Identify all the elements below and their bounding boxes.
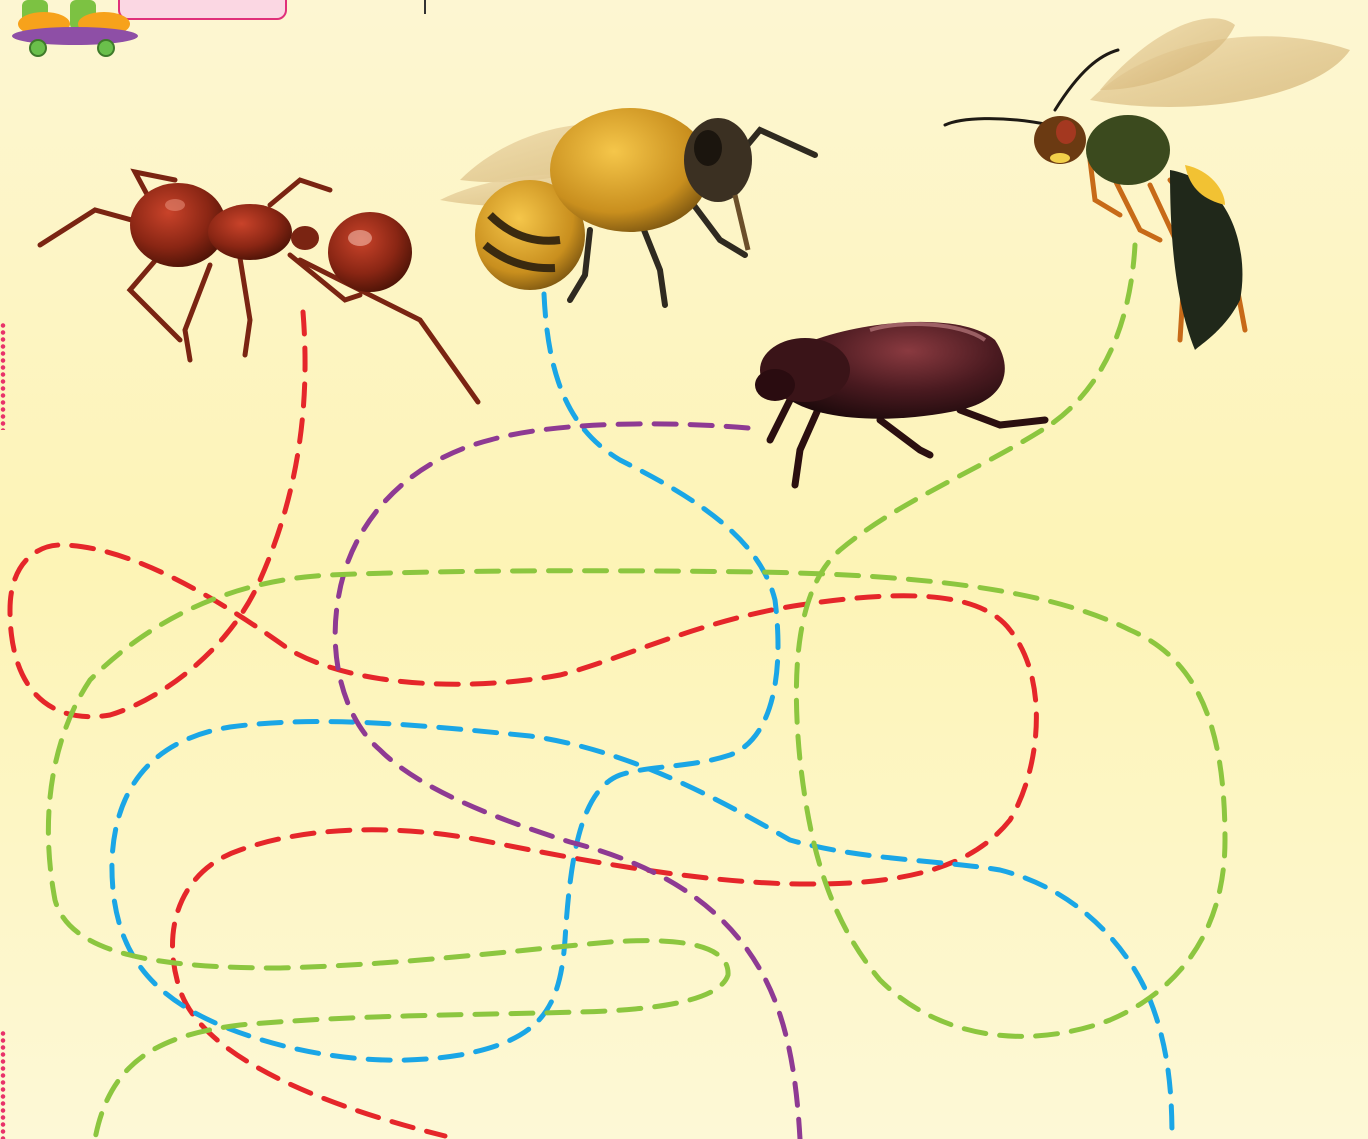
- bee-path: [109, 291, 1175, 1139]
- bee-icon: [440, 108, 818, 308]
- wasp-path: [45, 242, 1228, 1139]
- beetle-path: [332, 421, 803, 1139]
- wasp-icon: [943, 18, 1350, 350]
- ant-icon: [37, 168, 481, 405]
- left-edge-decoration-top: [0, 322, 6, 430]
- skateboard-mascot-icon: [12, 0, 138, 57]
- ant-path: [7, 309, 1039, 1139]
- title-tag: [118, 0, 287, 20]
- beetle-icon: [755, 321, 1049, 489]
- left-edge-decoration-bottom: [0, 1030, 6, 1139]
- header-tick: [424, 0, 426, 14]
